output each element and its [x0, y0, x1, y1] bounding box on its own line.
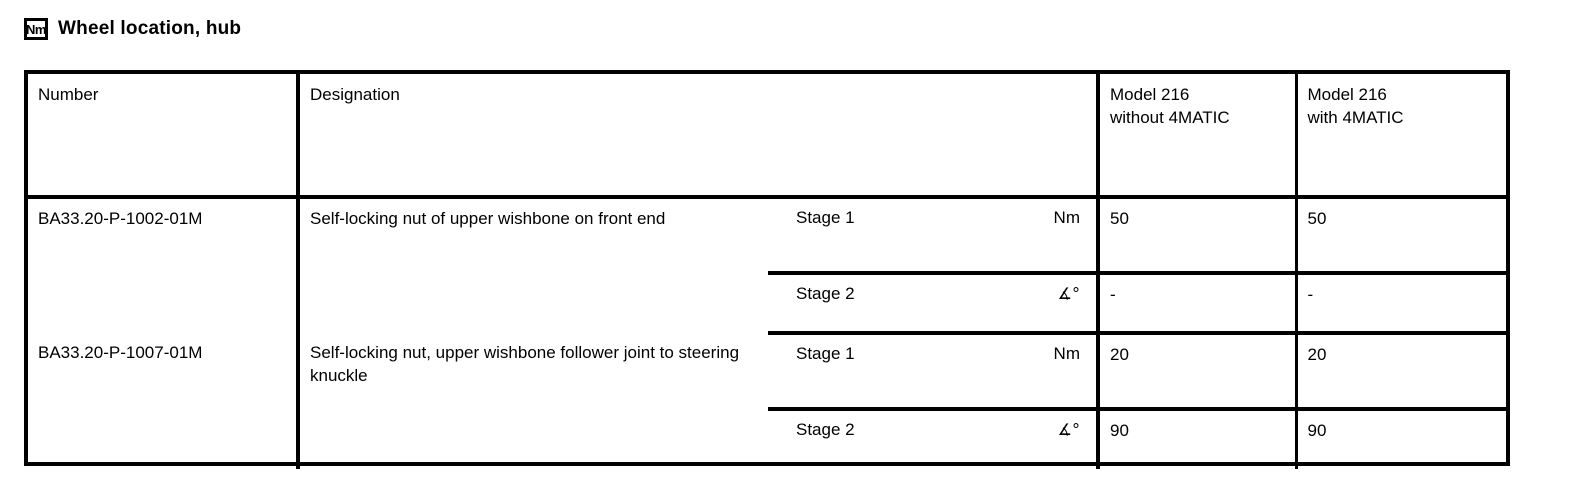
- cell-value-with-4matic: -: [1296, 273, 1506, 335]
- table-row: Stage 2 ∡° 90 90: [28, 409, 1506, 469]
- cell-number: BA33.20-P-1007-01M: [28, 333, 300, 469]
- column-header-unit: [958, 74, 1100, 199]
- cell-value-without-4matic: 90: [1098, 409, 1298, 469]
- column-header-designation: Designation: [298, 74, 768, 199]
- cell-unit-label: Nm: [958, 197, 1100, 275]
- table-row: Stage 2 ∡° - -: [28, 273, 1506, 335]
- angle-degree-icon: ∡°: [1057, 284, 1080, 303]
- column-header-model-with-4matic: Model 216 with 4MATIC: [1296, 74, 1506, 199]
- header-row: Number Designation Model 216 without 4MA…: [28, 74, 1506, 199]
- cell-designation: Self-locking nut of upper wishbone on fr…: [298, 197, 768, 333]
- cell-value-without-4matic: -: [1098, 273, 1298, 335]
- cell-number: BA33.20-P-1002-01M: [28, 197, 300, 333]
- cell-value-with-4matic: 20: [1296, 333, 1506, 411]
- cell-unit-label-angle: ∡°: [958, 409, 1100, 469]
- column-header-stage: [768, 74, 958, 199]
- page-title: Wheel location, hub: [58, 18, 242, 39]
- nm-unit-icon: Nm: [24, 18, 48, 40]
- cell-value-without-4matic: 20: [1098, 333, 1298, 411]
- column-header-model-with-4matic-line1: Model 216: [1307, 85, 1387, 104]
- table-body: BA33.20-P-1002-01M Self-locking nut of u…: [28, 197, 1506, 469]
- table-header: Number Designation Model 216 without 4MA…: [28, 74, 1506, 199]
- cell-stage-label: Stage 1: [768, 197, 958, 275]
- designation-text: Self-locking nut of upper wishbone on fr…: [310, 209, 666, 228]
- column-header-model-without-4matic-line2: without 4MATIC: [1110, 107, 1230, 127]
- designation-text: Self-locking nut, upper wishbone followe…: [310, 343, 740, 385]
- cell-stage-label: Stage 1: [768, 333, 958, 411]
- cell-unit-label-angle: ∡°: [958, 273, 1100, 335]
- table-row: BA33.20-P-1007-01M Self-locking nut, upp…: [28, 333, 1506, 469]
- cell-stage-label: Stage 2: [796, 420, 855, 439]
- cell-value-with-4matic: 90: [1307, 421, 1327, 440]
- cell-stage-label: Stage 2: [768, 273, 958, 335]
- angle-degree-icon: ∡°: [1057, 420, 1080, 439]
- cell-designation: Self-locking nut, upper wishbone followe…: [298, 333, 768, 469]
- table-row: BA33.20-P-1002-01M Self-locking nut of u…: [28, 197, 1506, 333]
- column-header-number: Number: [28, 74, 300, 199]
- cell-value-without-4matic: 50: [1098, 197, 1298, 275]
- torque-table: Number Designation Model 216 without 4MA…: [28, 74, 1506, 469]
- cell-unit-label: Nm: [958, 333, 1100, 411]
- section-title: Nm Wheel location, hub: [24, 16, 241, 42]
- column-header-model-without-4matic: Model 216 without 4MATIC: [1098, 74, 1298, 199]
- column-header-model-with-4matic-line2: with 4MATIC: [1307, 107, 1404, 127]
- cell-value-with-4matic: 50: [1296, 197, 1506, 275]
- torque-table-container: Number Designation Model 216 without 4MA…: [24, 70, 1510, 469]
- column-header-model-without-4matic-line1: Model 216: [1110, 85, 1190, 104]
